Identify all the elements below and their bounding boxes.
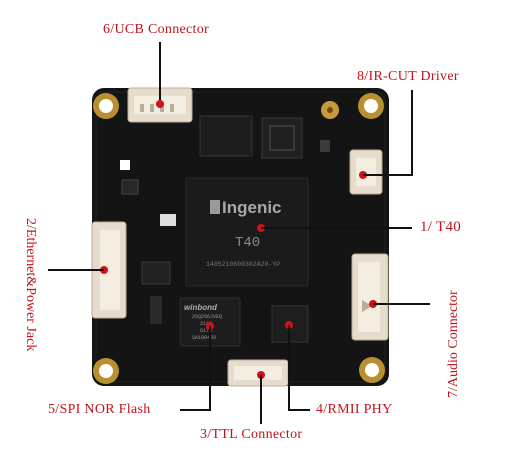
flash-line-2: 2146 <box>200 321 212 327</box>
leader-rmii <box>288 325 310 411</box>
soc-brand: Ingenic <box>222 198 282 217</box>
top-chip-2 <box>261 117 303 159</box>
label-spi-nor-flash: 5/SPI NOR Flash <box>48 402 151 417</box>
label-audio-connector: 7/Audio Connector <box>446 290 461 398</box>
smd-part-1 <box>120 160 130 170</box>
label-rmii-phy: 4/RMII PHY <box>316 402 393 417</box>
label-ttl-connector: 3/TTL Connector <box>200 427 303 442</box>
top-chip-2-pad <box>269 125 295 151</box>
marker-ucb <box>156 100 164 108</box>
smd-part-3 <box>320 140 330 152</box>
flash-line-3: 6175 <box>200 328 212 334</box>
label-ethernet-power-jack: 2/Ethernet&Power Jack <box>23 218 38 352</box>
top-chip-1 <box>199 115 253 157</box>
label-ucb-connector: 6/UCB Connector <box>103 22 209 37</box>
crystal <box>160 214 176 226</box>
label-ircut-driver: 8/IR-CUT Driver <box>357 69 459 84</box>
label-t40: 1/ T40 <box>420 219 462 235</box>
smd-part-2 <box>121 179 139 195</box>
flash-line-4: SA100459 <box>192 335 216 341</box>
ircut-connector <box>349 149 383 195</box>
audio-connector <box>351 253 389 341</box>
antenna-connector-core <box>327 107 333 113</box>
flash-brand: winbond <box>184 303 218 312</box>
mounting-hole-br <box>359 357 385 383</box>
soc-serial: 1405210809302A20-YP <box>206 261 280 268</box>
leader-spi <box>180 326 211 411</box>
flash-line-1: 25Q256JVEQ <box>192 314 222 320</box>
ethernet-power-jack <box>91 221 127 319</box>
regulator-chip <box>141 261 171 285</box>
inductor <box>150 296 162 324</box>
leader-ircut <box>363 90 413 176</box>
mounting-hole-tl <box>93 93 119 119</box>
t40-soc <box>185 177 309 287</box>
soc-model: T40 <box>235 235 260 251</box>
mounting-hole-bl <box>93 358 119 384</box>
mounting-hole-tr <box>358 93 384 119</box>
